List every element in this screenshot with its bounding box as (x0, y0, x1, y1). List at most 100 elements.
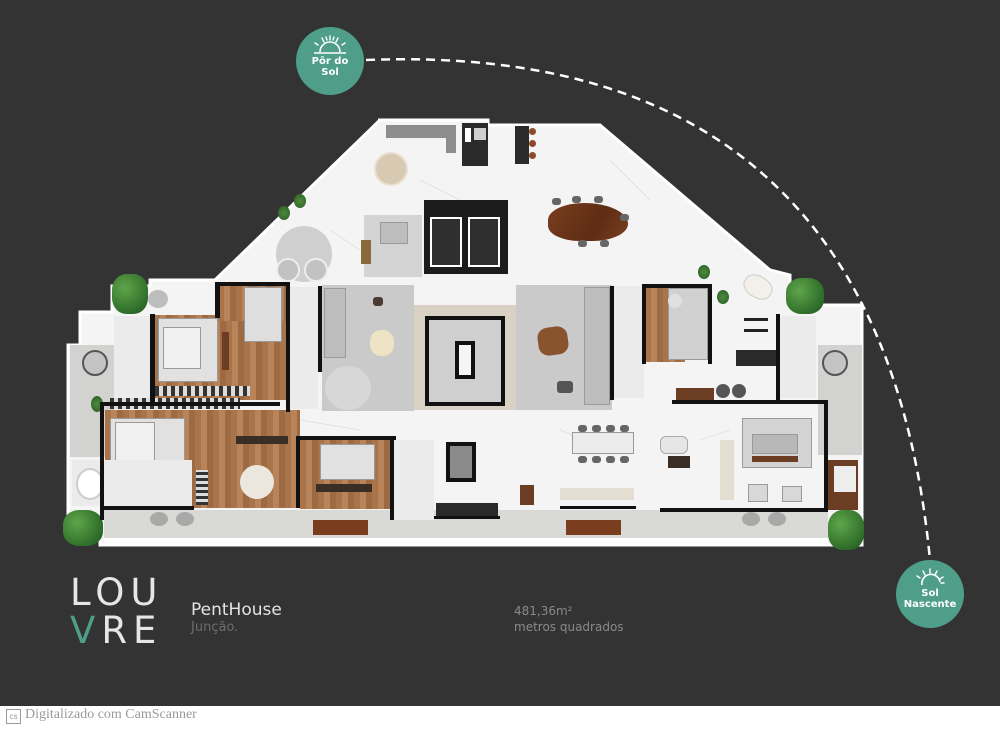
hanging-chair (822, 350, 848, 376)
terrace-chair (150, 512, 168, 526)
armchair (557, 381, 573, 393)
bar-counter (515, 126, 529, 164)
deck-inner (834, 466, 856, 492)
side-table (361, 240, 371, 264)
chair (578, 456, 587, 463)
chair (606, 425, 615, 432)
sunset-label-line1: Pôr do (311, 56, 349, 67)
bar-stool (529, 140, 536, 147)
terrace-chair (768, 512, 786, 526)
chair (578, 425, 587, 432)
cabinet (520, 485, 534, 505)
kitchen-counter (386, 125, 456, 138)
wall (150, 314, 155, 402)
wall (776, 314, 780, 400)
cellar-unit (468, 217, 500, 267)
terrace-bench (313, 520, 368, 535)
unit-subtitle: Junção. (191, 620, 239, 635)
wall (610, 286, 614, 400)
round-dining-table (374, 152, 408, 186)
armchair (373, 297, 383, 306)
kitchen-counter-return (446, 125, 456, 153)
sunset-icon (314, 35, 346, 54)
pouf (716, 384, 730, 398)
bathroom-5 (780, 316, 816, 398)
sunrise-badge: Sol Nascente (896, 560, 964, 628)
oven (474, 128, 486, 140)
wall (296, 436, 300, 508)
wardrobe (155, 386, 250, 396)
tv-room-rug-edge (752, 456, 798, 462)
chair (620, 456, 629, 463)
armchair (748, 484, 768, 502)
wall (824, 400, 828, 512)
chair (594, 196, 603, 203)
hanging-chair (82, 350, 108, 376)
chair (600, 240, 609, 247)
elevator-shaft (455, 341, 475, 379)
exercise-bike (744, 318, 768, 332)
unit-title: PentHouse (191, 600, 282, 620)
double-bed (163, 327, 201, 369)
wall (434, 516, 500, 519)
desk-area (244, 287, 282, 342)
area-value: 481,36m² (514, 604, 573, 618)
planter (828, 510, 864, 550)
side-table (668, 294, 682, 308)
chair (578, 240, 587, 247)
wall (642, 284, 646, 364)
area-unit-label: metros quadrados (514, 620, 624, 634)
bathroom-2 (288, 287, 318, 409)
laundry-counter (436, 503, 498, 517)
plant (717, 290, 729, 304)
lounge-chair (304, 258, 328, 282)
wall (390, 436, 394, 520)
terrace-bench (566, 520, 621, 535)
suite-4-sofa (668, 288, 708, 360)
fridge (465, 128, 471, 142)
plant (278, 206, 290, 220)
wall (296, 436, 396, 440)
service-shaft (446, 442, 476, 482)
bathroom-4 (612, 286, 644, 398)
sectional-sofa (584, 287, 610, 405)
cellar-unit (430, 217, 462, 267)
planter (112, 274, 148, 314)
bar-stool (529, 152, 536, 159)
sunrise-label-line2: Nascente (903, 599, 957, 610)
treadmill (736, 350, 776, 366)
camscanner-badge-icon: cs (6, 709, 21, 724)
dining-table-rect (572, 432, 634, 454)
sun-path-arc (365, 58, 932, 561)
chair (592, 425, 601, 432)
wall (104, 506, 194, 510)
armchair (782, 486, 802, 502)
chair (572, 196, 581, 203)
plant (294, 194, 306, 208)
wall (318, 286, 322, 372)
sunrise-label-line1: Sol (921, 588, 939, 599)
chair (592, 456, 601, 463)
bathroom-3 (394, 440, 434, 520)
master-bed (115, 422, 155, 467)
planter (63, 510, 103, 546)
wall (560, 506, 636, 509)
lounge-chair (276, 258, 300, 282)
round-rug (325, 366, 371, 410)
armchair (148, 290, 168, 308)
sunset-badge: Pôr do Sol (296, 27, 364, 95)
shoe-rack (196, 470, 208, 505)
wall (708, 284, 712, 364)
wall (215, 282, 290, 286)
suite-3-desk (316, 484, 372, 492)
sideboard (560, 488, 634, 500)
chair (620, 425, 629, 432)
cooktop (668, 456, 690, 468)
wall (286, 282, 290, 412)
kitchen-island (720, 440, 734, 500)
wall (672, 400, 827, 404)
louvre-logo: LOU VRE (70, 574, 164, 650)
round-rug (240, 465, 274, 499)
sunrise-icon (916, 568, 945, 586)
